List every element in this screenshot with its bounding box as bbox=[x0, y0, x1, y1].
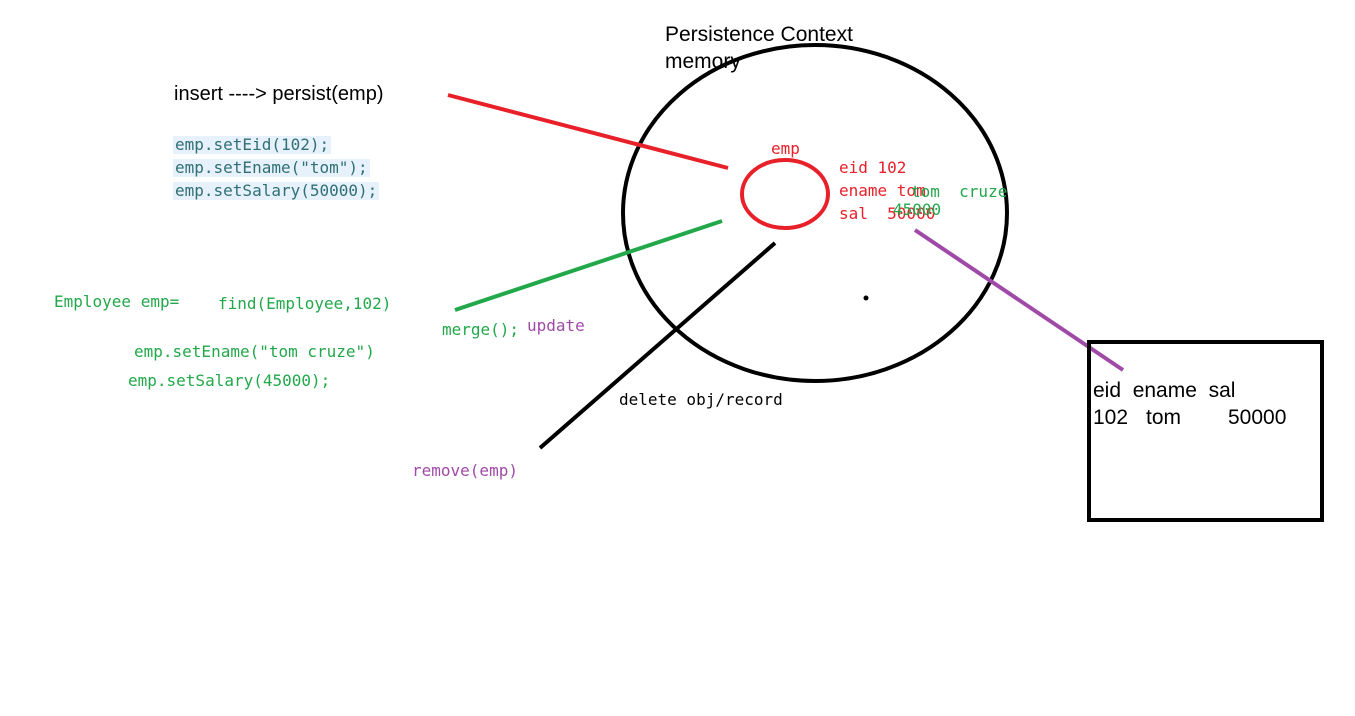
code-line-set-eid: emp.setEid(102); bbox=[173, 135, 332, 154]
table-cell-eid: 102 bbox=[1093, 406, 1129, 429]
code-line-set-salary-update: emp.setSalary(45000); bbox=[128, 371, 331, 390]
emp-object-ellipse bbox=[740, 158, 830, 230]
find-declaration: Employee emp= bbox=[54, 292, 180, 311]
table-cell-ename: tom bbox=[1146, 406, 1182, 429]
code-line-set-salary: emp.setSalary(50000); bbox=[173, 181, 380, 200]
update-label: update bbox=[527, 316, 585, 335]
remove-call: remove(emp) bbox=[412, 461, 518, 480]
sync-line bbox=[913, 228, 1125, 372]
merge-line bbox=[454, 219, 723, 312]
persist-heading: insert ----> persist(emp) bbox=[174, 83, 384, 105]
find-call: find(Employee,102) bbox=[218, 294, 392, 313]
field-ename: ename tom bbox=[839, 181, 926, 200]
updated-sal: 45000 bbox=[893, 200, 942, 219]
merge-call: merge(); bbox=[442, 320, 520, 339]
delete-note: delete obj/record bbox=[619, 390, 783, 409]
persistence-context-circle bbox=[621, 43, 1009, 383]
code-line-set-ename: emp.setEname("tom"); bbox=[173, 158, 370, 177]
dot-marker bbox=[863, 295, 869, 301]
table-cell-sal: 50000 bbox=[1228, 406, 1287, 429]
remove-line bbox=[538, 241, 777, 450]
database-table-box bbox=[1087, 340, 1324, 522]
context-title: Persistence Context bbox=[665, 23, 853, 46]
emp-object-label: emp bbox=[771, 139, 800, 158]
updated-ename: tom cruze bbox=[911, 182, 1008, 201]
persist-line bbox=[447, 93, 729, 170]
table-header: eid ename sal bbox=[1093, 379, 1236, 402]
field-sal: sal 50000 bbox=[839, 204, 936, 223]
field-eid: eid 102 bbox=[839, 158, 907, 177]
code-line-set-ename-update: emp.setEname("tom cruze") bbox=[134, 342, 375, 361]
context-subtitle: memory bbox=[665, 50, 741, 73]
